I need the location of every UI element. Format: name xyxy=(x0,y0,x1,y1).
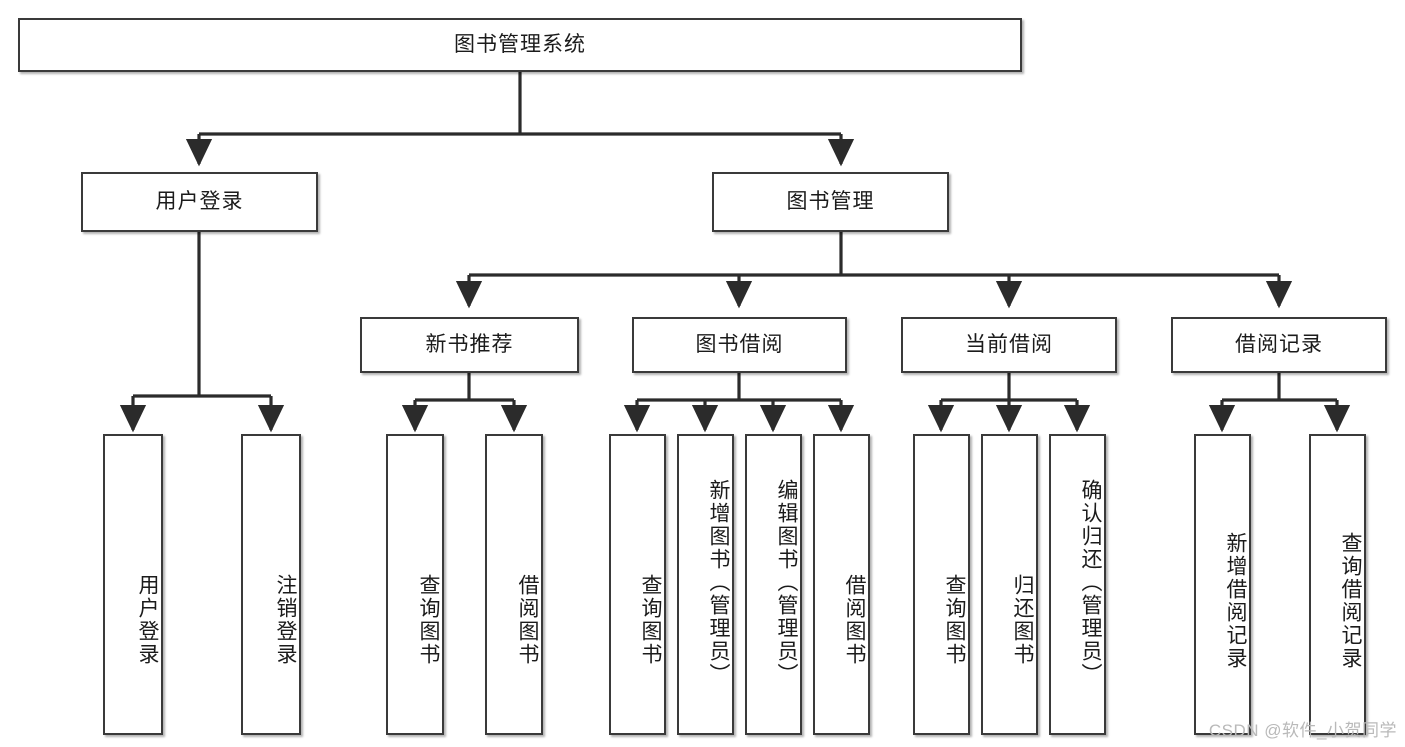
node-book-management[interactable]: 图书管理 xyxy=(712,172,949,232)
node-label: 借阅记录 xyxy=(1235,333,1323,357)
node-borrow-record[interactable]: 借阅记录 xyxy=(1171,317,1387,373)
node-label: 图书管理系统 xyxy=(454,33,586,57)
node-new-book-recommend[interactable]: 新书推荐 xyxy=(360,317,579,373)
node-label: 编辑图书（管理员） xyxy=(775,479,798,686)
node-label: 借阅图书 xyxy=(843,573,866,666)
node-label: 用户登录 xyxy=(136,573,159,666)
leaf-user-login[interactable]: 用户登录 xyxy=(103,434,163,735)
node-label: 图书借阅 xyxy=(695,333,784,357)
leaf-query-book-3[interactable]: 查询图书 xyxy=(913,434,970,735)
node-label: 新增图书（管理员） xyxy=(707,479,730,686)
leaf-edit-book[interactable]: 编辑图书（管理员） xyxy=(745,434,802,735)
node-label: 查询图书 xyxy=(943,573,966,666)
node-label: 确认归还（管理员） xyxy=(1079,479,1102,686)
node-book-management-system[interactable]: 图书管理系统 xyxy=(18,18,1022,72)
node-label: 用户登录 xyxy=(155,190,244,214)
node-label: 查询图书 xyxy=(417,573,440,666)
node-label: 图书管理 xyxy=(786,190,875,214)
node-label: 查询借阅记录 xyxy=(1339,531,1362,670)
leaf-borrow-book-2[interactable]: 借阅图书 xyxy=(813,434,870,735)
leaf-borrow-book-1[interactable]: 借阅图书 xyxy=(485,434,543,735)
leaf-logout-login[interactable]: 注销登录 xyxy=(241,434,301,735)
leaf-query-book-1[interactable]: 查询图书 xyxy=(386,434,444,735)
leaf-return-book[interactable]: 归还图书 xyxy=(981,434,1038,735)
node-label: 新增借阅记录 xyxy=(1224,531,1247,670)
leaf-confirm-return[interactable]: 确认归还（管理员） xyxy=(1049,434,1106,735)
node-label: 当前借阅 xyxy=(965,333,1053,357)
leaf-add-book[interactable]: 新增图书（管理员） xyxy=(677,434,734,735)
node-book-borrow[interactable]: 图书借阅 xyxy=(632,317,847,373)
leaf-query-book-2[interactable]: 查询图书 xyxy=(609,434,666,735)
node-user-login[interactable]: 用户登录 xyxy=(81,172,318,232)
node-label: 归还图书 xyxy=(1011,573,1034,666)
node-label: 注销登录 xyxy=(274,573,297,666)
node-label: 借阅图书 xyxy=(516,573,539,666)
csdn-watermark: CSDN @软件_小贺同学 xyxy=(1208,721,1397,740)
leaf-query-record[interactable]: 查询借阅记录 xyxy=(1309,434,1366,735)
node-label: 查询图书 xyxy=(639,573,662,666)
node-current-borrow[interactable]: 当前借阅 xyxy=(901,317,1117,373)
node-label: 新书推荐 xyxy=(425,333,514,357)
leaf-add-record[interactable]: 新增借阅记录 xyxy=(1194,434,1251,735)
